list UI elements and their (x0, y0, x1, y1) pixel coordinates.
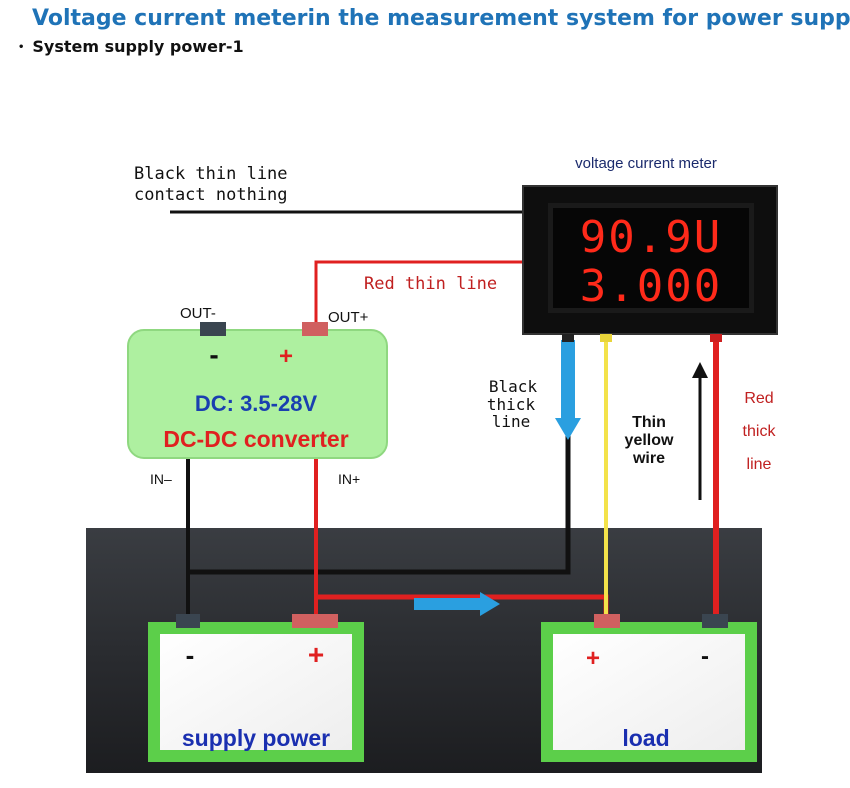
thin-yellow-label-3: wire (632, 450, 665, 467)
supply-power-box (148, 614, 364, 762)
subtitle-text: System supply power-1 (32, 37, 244, 56)
black-up-arrow-icon (692, 362, 708, 500)
red-thin-wire (314, 260, 532, 322)
converter-out-plus-terminal (302, 322, 328, 336)
red-thick-label-1: Red (744, 390, 773, 407)
load-plus-sign: + (586, 645, 600, 672)
converter-minus-sign: - (209, 339, 218, 370)
thin-yellow-label-2: yellow (625, 432, 674, 449)
meter-voltage-reading: 90.9U (580, 212, 722, 263)
load-label: load (622, 725, 669, 751)
section-subtitle: • System supply power-1 (18, 37, 244, 56)
black-thick-label-2: thick (487, 395, 536, 414)
supply-power-label: supply power (182, 725, 330, 751)
load-minus-terminal (702, 614, 728, 628)
contact-nothing-label: contact nothing (134, 185, 288, 205)
page-title: Voltage current meterin the measurement … (32, 6, 850, 31)
converter-name: DC-DC converter (163, 426, 348, 452)
supply-plus-sign: + (308, 639, 324, 670)
red-thin-line-label: Red thin line (364, 274, 497, 294)
converter-plus-sign: + (279, 343, 293, 370)
red-thick-label-3: line (747, 456, 772, 473)
dc-dc-converter (127, 322, 388, 459)
supply-minus-sign: - (186, 640, 195, 670)
black-thick-label-1: Black (489, 377, 538, 396)
converter-voltage-range: DC: 3.5-28V (195, 391, 318, 416)
meter-terminal-yellow (600, 334, 612, 342)
supply-plus-terminal (292, 614, 338, 628)
meter-label: voltage current meter (575, 155, 717, 172)
bullet-icon: • (18, 42, 25, 53)
meter-terminal-black (562, 334, 574, 342)
thin-yellow-label-1: Thin (632, 414, 666, 431)
converter-out-plus-label: OUT+ (328, 309, 369, 326)
converter-out-minus-terminal (200, 322, 226, 336)
blue-right-arrow-icon (414, 592, 500, 616)
blue-down-arrow-icon (555, 340, 581, 440)
supply-minus-terminal (176, 614, 200, 628)
converter-out-minus-label: OUT- (180, 305, 216, 322)
voltage-current-meter (522, 185, 778, 335)
black-thick-label-3: line (492, 412, 531, 431)
red-thick-label-2: thick (743, 423, 777, 440)
converter-in-minus-label: IN– (150, 471, 172, 487)
load-minus-sign: - (701, 643, 709, 670)
meter-current-reading: 3.000 (580, 261, 722, 312)
load-plus-terminal (594, 614, 620, 628)
black-thin-line-label: Black thin line (134, 164, 288, 184)
meter-terminal-red (710, 334, 722, 342)
converter-in-plus-label: IN+ (338, 471, 360, 487)
load-box (541, 614, 757, 762)
